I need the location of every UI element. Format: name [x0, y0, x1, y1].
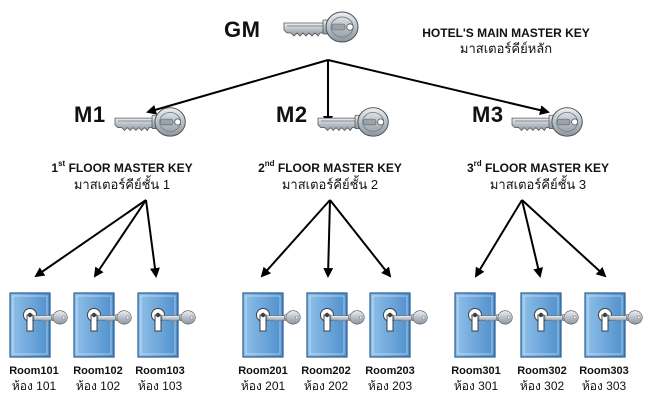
room-lock-icon	[520, 292, 579, 358]
room-key-icon	[330, 310, 365, 325]
room-label-en: Room102	[73, 365, 123, 377]
room-key-icon	[393, 310, 428, 325]
room-lock-icon	[242, 292, 301, 358]
room-lock-icon	[369, 292, 428, 358]
floor1-key-icon	[114, 107, 186, 137]
room-label-th: ห้อง 103	[137, 379, 183, 393]
room-label-en: Room201	[238, 365, 288, 377]
floor3-title-en: 3rd FLOOR MASTER KEY	[466, 159, 610, 175]
room-label-th: ห้อง 102	[75, 379, 121, 393]
arrow-floor1-to-room2	[93, 199, 147, 278]
room-label-en: Room301	[451, 365, 501, 377]
floor3-code: M3	[472, 102, 504, 127]
room-lock-icon	[73, 292, 132, 358]
arrow-floor3-to-room3	[521, 199, 607, 278]
arrow-floor2-to-room1	[260, 199, 331, 278]
gm-title-en: HOTEL'S MAIN MASTER KEY	[422, 26, 590, 40]
room-label-en: Room203	[365, 365, 415, 377]
room-key-icon	[266, 310, 301, 325]
floor2-key-icon	[317, 107, 389, 137]
room-lock-icon	[9, 292, 68, 358]
arrow-floor2-to-room3	[329, 199, 392, 278]
room-label-th: ห้อง 101	[11, 379, 57, 393]
gm-title-th: มาสเตอร์คีย์หลัก	[459, 41, 553, 56]
room-label-en: Room303	[579, 365, 629, 377]
room-key-icon	[161, 310, 196, 325]
arrow-floor1-to-room1	[34, 199, 147, 278]
room-label-th: ห้อง 302	[519, 379, 565, 393]
floor2-code: M2	[276, 102, 308, 127]
room-label-th: ห้อง 303	[581, 379, 627, 393]
arrow-floor3-to-room2	[521, 199, 544, 278]
arrow-gm-to-m3	[327, 59, 550, 116]
room-lock-icon	[137, 292, 196, 358]
room-lock-icon	[454, 292, 513, 358]
room-label-en: Room202	[301, 365, 351, 377]
gm-code: GM	[224, 17, 261, 42]
arrow-floor1-to-room3	[145, 199, 160, 278]
room-key-icon	[478, 310, 513, 325]
floor1-title-th: มาสเตอร์คีย์ชั้น 1	[73, 177, 171, 192]
room-label-en: Room103	[135, 365, 185, 377]
arrow-floor3-to-room1	[474, 199, 523, 278]
floor3-title-th: มาสเตอร์คีย์ชั้น 3	[489, 177, 587, 192]
room-key-icon	[33, 310, 68, 325]
arrow-gm-to-m1	[146, 59, 329, 115]
arrow-floor2-to-room2	[323, 199, 334, 278]
floor1-code: M1	[74, 102, 106, 127]
floor2-title-th: มาสเตอร์คีย์ชั้น 2	[281, 177, 379, 192]
floor1-title-en: 1st FLOOR MASTER KEY	[51, 159, 193, 175]
room-key-icon	[544, 310, 579, 325]
room-key-icon	[608, 310, 643, 325]
room-lock-icon	[306, 292, 365, 358]
floor3-key-icon	[511, 107, 583, 137]
room-label-th: ห้อง 202	[303, 379, 349, 393]
room-lock-icon	[584, 292, 643, 358]
room-label-th: ห้อง 201	[240, 379, 286, 393]
room-label-en: Room302	[517, 365, 567, 377]
room-key-icon	[97, 310, 132, 325]
room-label-en: Room101	[9, 365, 59, 377]
room-label-th: ห้อง 203	[367, 379, 413, 393]
room-label-th: ห้อง 301	[453, 379, 499, 393]
gm-key-icon	[283, 11, 359, 43]
floor2-title-en: 2nd FLOOR MASTER KEY	[258, 159, 402, 175]
